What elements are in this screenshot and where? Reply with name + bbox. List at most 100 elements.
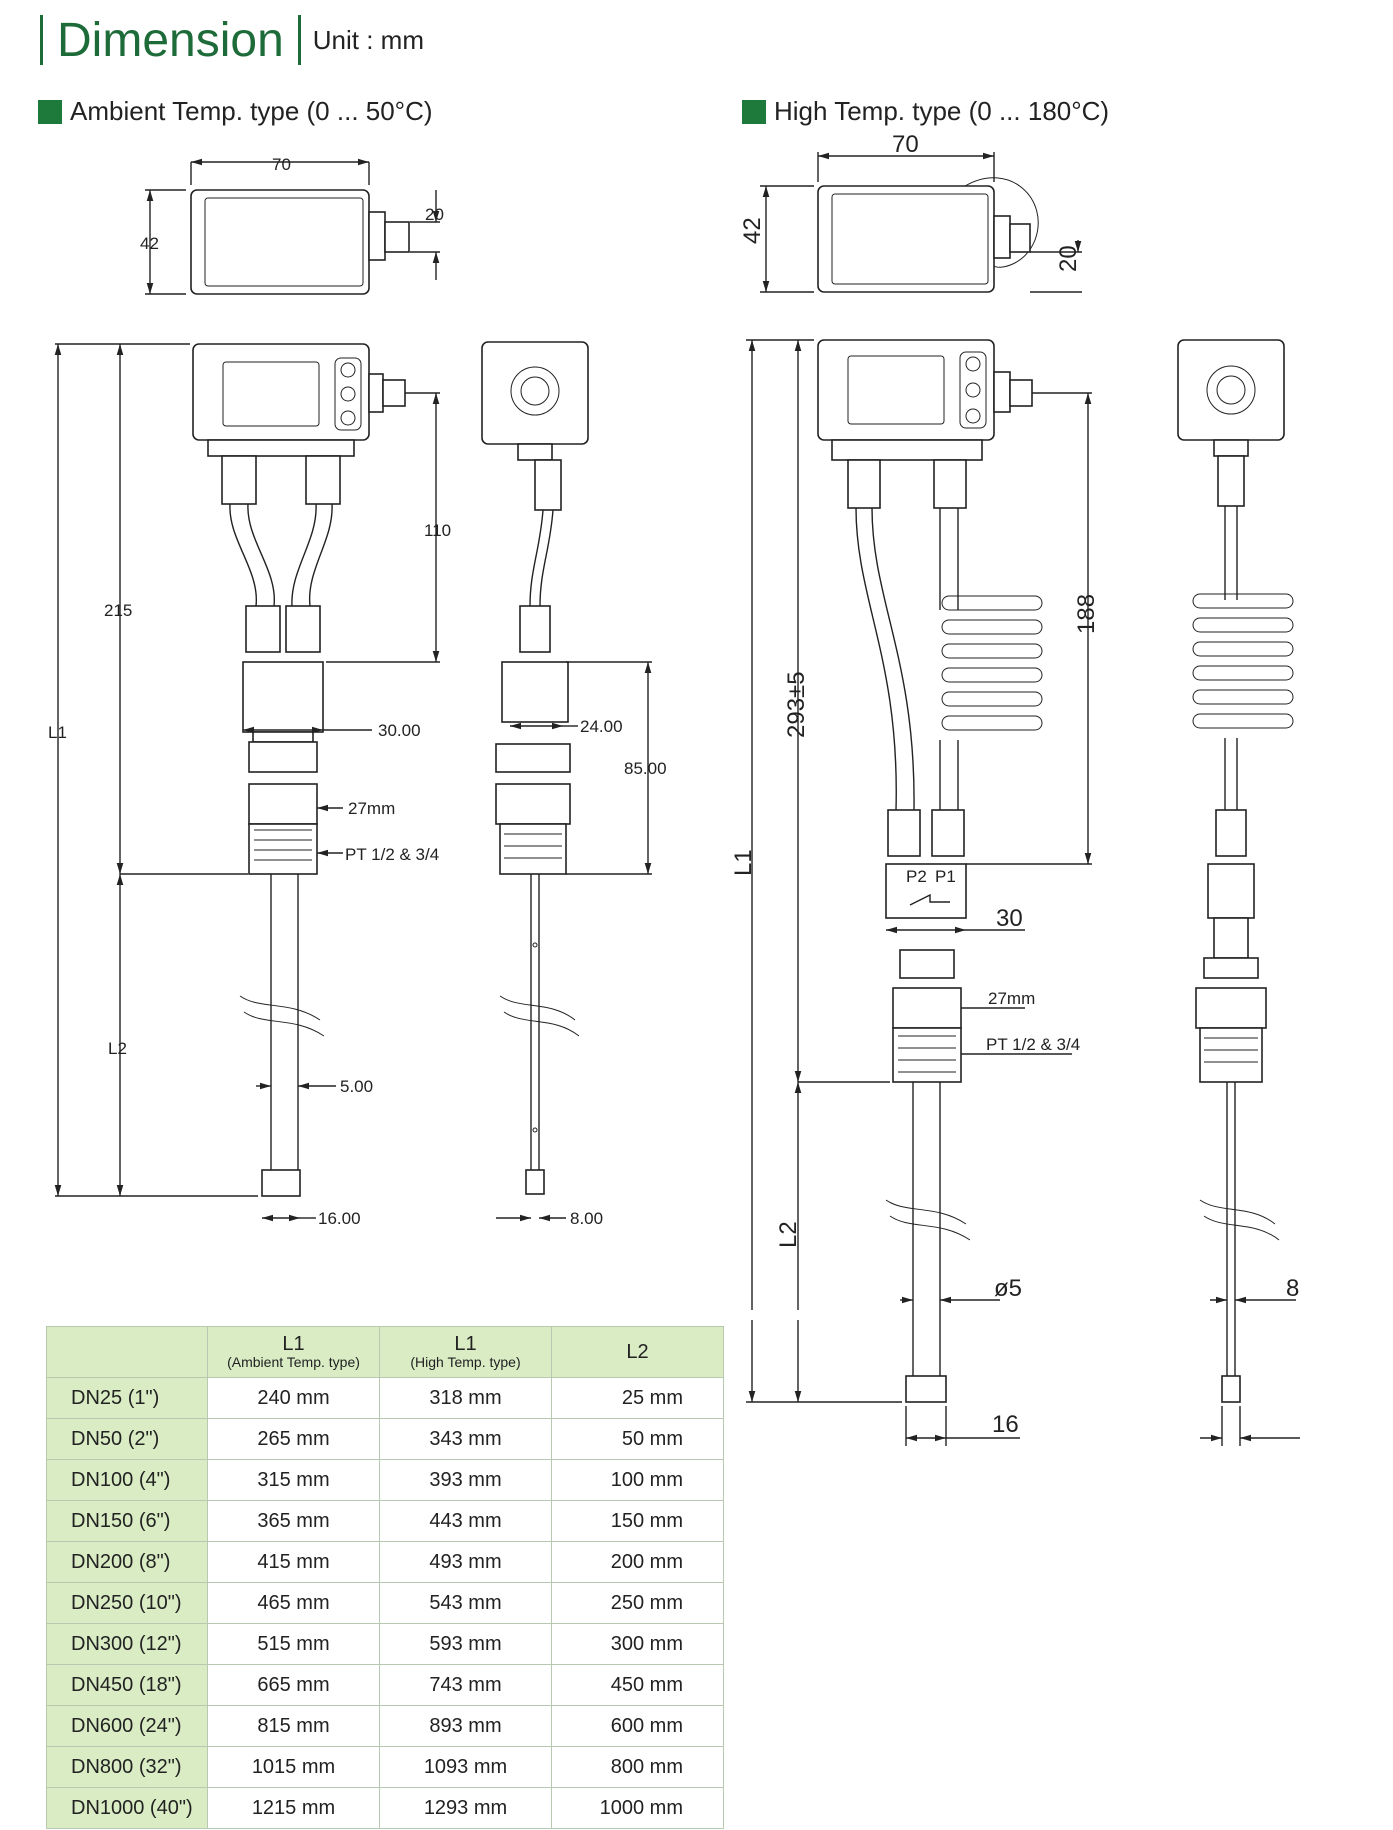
ambient-total-label: 215	[104, 601, 132, 620]
pipe-size-cell: DN25 (1")	[46, 1377, 208, 1419]
L1-high-cell: 493 mm	[379, 1541, 552, 1583]
L1-high-cell: 1093 mm	[379, 1746, 552, 1788]
high-side-view	[1177, 339, 1296, 1320]
ambient-section-title: Ambient Temp. type (0 ... 50°C)	[70, 96, 433, 126]
dimension-table: L1(Ambient Temp. type) L1(High Temp. typ…	[46, 1326, 724, 1829]
L1-ambient-cell: 315 mm	[207, 1459, 380, 1501]
high-L2-label: L2	[775, 1221, 802, 1248]
L1-high-cell: 893 mm	[379, 1705, 552, 1747]
L2-cell: 600 mm	[551, 1705, 724, 1747]
pipe-size-cell: DN1000 (40")	[46, 1787, 208, 1829]
table-header-L2: L2	[551, 1326, 724, 1378]
L2-cell: 800 mm	[551, 1746, 724, 1788]
table-header-row: L1(Ambient Temp. type) L1(High Temp. typ…	[46, 1326, 724, 1378]
L1-ambient-cell: 265 mm	[207, 1418, 380, 1460]
L2-cell: 1000 mm	[551, 1787, 724, 1829]
high-top-view	[760, 152, 1082, 293]
high-L1-label: L1	[730, 849, 757, 876]
ambient-side-tip-label: 8.00	[570, 1209, 603, 1228]
high-p2-label: P2	[906, 867, 927, 886]
high-connector-label: 20	[1055, 245, 1082, 272]
pipe-size-cell: DN50 (2")	[46, 1418, 208, 1460]
high-drawing-lower: 16	[746, 1320, 1300, 1446]
high-tip-geometry	[746, 1320, 1300, 1446]
high-tip-label: 16	[992, 1411, 1019, 1438]
L1-ambient-cell: 815 mm	[207, 1705, 380, 1747]
L1-ambient-cell: 1015 mm	[207, 1746, 380, 1788]
dimension-drawing: 70 42 20	[48, 131, 1299, 1320]
ambient-side-block-label: 24.00	[580, 717, 623, 736]
L1-ambient-cell: 465 mm	[207, 1582, 380, 1624]
ambient-front-view	[54, 343, 440, 1222]
ambient-width-label: 70	[272, 155, 291, 174]
L1-high-cell: 393 mm	[379, 1459, 552, 1501]
pipe-size-cell: DN150 (6")	[46, 1500, 208, 1542]
page-header: Dimension Unit : mm	[40, 10, 424, 70]
L1-ambient-cell: 415 mm	[207, 1541, 380, 1583]
pipe-size-cell: DN250 (10")	[46, 1582, 208, 1624]
ambient-section-heading: Ambient Temp. type (0 ... 50°C)	[38, 96, 433, 127]
high-side-tip-label: 8	[1286, 1275, 1299, 1302]
L2-cell: 25 mm	[551, 1377, 724, 1419]
pipe-size-cell: DN100 (4")	[46, 1459, 208, 1501]
L1-ambient-cell: 1215 mm	[207, 1787, 380, 1829]
ambient-side-view	[481, 341, 652, 1222]
pipe-size-cell: DN450 (18")	[46, 1664, 208, 1706]
high-p1-label: P1	[935, 867, 956, 886]
high-tube-label: ø5	[994, 1275, 1022, 1302]
L1-ambient-cell: 365 mm	[207, 1500, 380, 1542]
pipe-size-cell: DN300 (12")	[46, 1623, 208, 1665]
L1-ambient-cell: 515 mm	[207, 1623, 380, 1665]
table-header-L1-high: L1(High Temp. type)	[379, 1326, 552, 1378]
L2-cell: 450 mm	[551, 1664, 724, 1706]
pipe-size-cell: DN800 (32")	[46, 1746, 208, 1788]
L1-ambient-cell: 665 mm	[207, 1664, 380, 1706]
high-total-label: 293±5	[783, 671, 810, 738]
L2-cell: 300 mm	[551, 1623, 724, 1665]
page-title: Dimension	[57, 13, 284, 67]
ambient-top-view	[145, 158, 440, 295]
section-square-icon	[38, 99, 62, 124]
ambient-L1-label: L1	[48, 723, 67, 742]
L2-cell: 150 mm	[551, 1500, 724, 1542]
high-height-label: 42	[739, 217, 766, 244]
ambient-upper-label: 110	[424, 521, 451, 540]
high-hex-label: 27mm	[988, 989, 1035, 1008]
ambient-height-label: 42	[140, 234, 159, 253]
unit-label: Unit : mm	[312, 24, 424, 55]
high-thread-label: PT 1/2 & 3/4	[986, 1035, 1080, 1054]
pipe-size-cell: DN200 (8")	[46, 1541, 208, 1583]
title-bar-right	[297, 15, 301, 65]
ambient-thread-label: PT 1/2 & 3/4	[345, 845, 439, 864]
ambient-connector-label: 20	[425, 205, 444, 224]
pipe-size-cell: DN600 (24")	[46, 1705, 208, 1747]
section-square-icon	[742, 99, 766, 124]
high-section-title: High Temp. type (0 ... 180°C)	[774, 96, 1110, 126]
high-coil-label: 188	[1073, 594, 1100, 634]
high-section-heading: High Temp. type (0 ... 180°C)	[742, 96, 1109, 127]
high-flow-width-label: 30	[996, 905, 1023, 932]
L1-high-cell: 743 mm	[379, 1664, 552, 1706]
L2-cell: 200 mm	[551, 1541, 724, 1583]
ambient-tip-label: 16.00	[318, 1209, 361, 1228]
ambient-L2-label: L2	[108, 1039, 127, 1058]
table-header-blank	[46, 1326, 208, 1378]
L2-cell: 250 mm	[551, 1582, 724, 1624]
high-width-label: 70	[892, 131, 919, 158]
L1-high-cell: 443 mm	[379, 1500, 552, 1542]
L2-cell: 50 mm	[551, 1418, 724, 1460]
L2-cell: 100 mm	[551, 1459, 724, 1501]
L1-high-cell: 1293 mm	[379, 1787, 552, 1829]
L1-ambient-cell: 240 mm	[207, 1377, 380, 1419]
ambient-hex-label: 27mm	[348, 799, 395, 818]
